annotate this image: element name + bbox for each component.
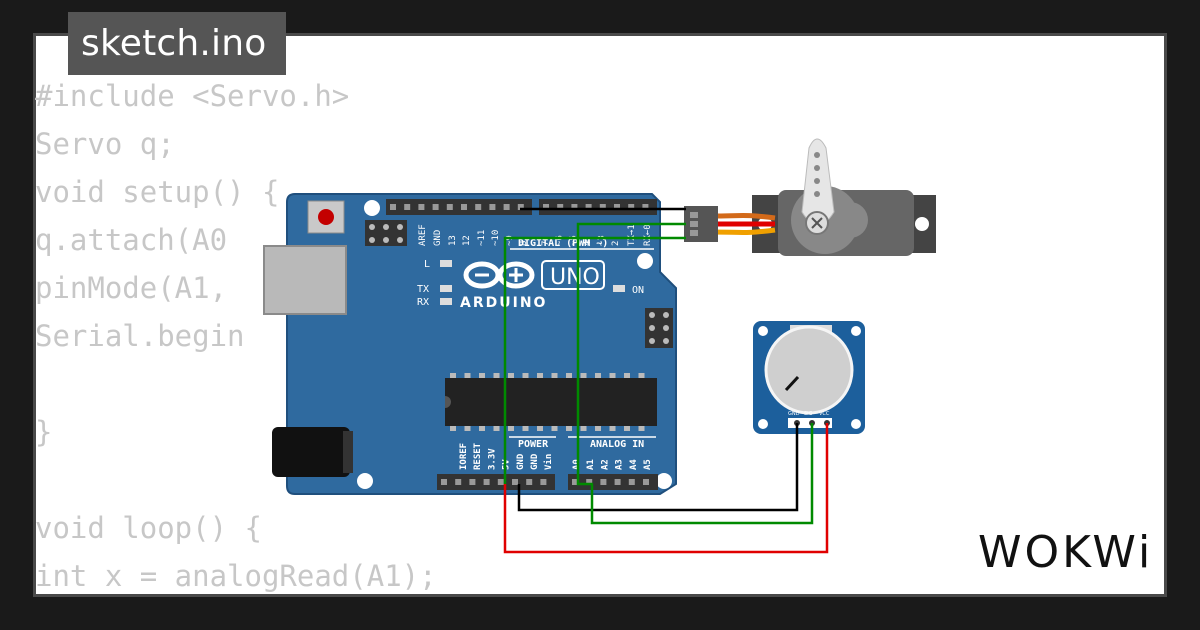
digital-pin-label: ~10 (491, 230, 501, 246)
file-tab[interactable]: sketch.ino (68, 12, 286, 75)
power-pin-label: GND (516, 453, 526, 470)
analog-label: ANALOG IN (590, 439, 644, 450)
digital-pin-label: 13 (448, 235, 458, 246)
mounting-hole (656, 473, 672, 489)
analog-pin-label: A2 (600, 459, 610, 470)
code-line: #include <Servo.h> (35, 79, 350, 113)
power-pin-label: 3.3V (487, 448, 497, 470)
brand-label: ARDUINO (460, 295, 547, 311)
digital-header-right (539, 199, 657, 215)
led-tx (440, 285, 452, 292)
code-line: void loop() { (35, 511, 262, 545)
mounting-hole (357, 473, 373, 489)
potentiometer-module[interactable]: GND SIG VCC (753, 321, 865, 434)
potentiometer-knob[interactable] (764, 325, 854, 415)
led-on (613, 285, 625, 292)
code-line: void setup() { (35, 175, 280, 209)
power-pin-label: Vin (543, 454, 554, 470)
digital-pin-label: GND (433, 230, 443, 246)
pot-pin-gnd-label: GND (788, 411, 800, 417)
digital-pin-label: ~3 (597, 235, 607, 246)
analog-header (568, 474, 658, 490)
wires (503, 207, 829, 554)
code-line: Servo q; (35, 127, 175, 161)
file-tab-label: sketch.ino (81, 23, 267, 64)
led-on-label: ON (632, 285, 644, 296)
usb-connector (263, 245, 347, 315)
power-header (437, 474, 555, 490)
digital-pin-label: ~5 (569, 235, 579, 246)
power-label: POWER (518, 439, 549, 450)
digital-pin-label: 7 (541, 241, 551, 246)
digital-header-left (386, 199, 532, 215)
mounting-hole (637, 253, 653, 269)
wire-servo-power[interactable] (503, 236, 686, 484)
wire-servo-signal[interactable] (576, 222, 686, 486)
digital-pin-label: RX←0 (643, 224, 653, 246)
icsp-header (365, 220, 407, 246)
wokwi-logo: WOKWi (978, 527, 1154, 578)
power-pin-label: IOREF (459, 443, 469, 470)
pot-pin-vcc-label: VCC (819, 411, 830, 417)
digital-pin-label: AREF (418, 224, 428, 246)
code-line: Serial.begin (35, 319, 245, 353)
reset-button[interactable] (307, 200, 345, 234)
icsp-header-right (645, 308, 673, 348)
analog-pin-label: A1 (586, 459, 596, 470)
analog-pin-label: A5 (643, 459, 653, 470)
analog-pin-label: A4 (629, 459, 639, 470)
servo-motor[interactable] (684, 138, 936, 256)
digital-pin-label: ~9 (505, 235, 515, 246)
analog-pin-label: A3 (615, 459, 625, 470)
power-pin-label: GND (530, 453, 540, 470)
code-line: pinMode(A1, (35, 271, 228, 305)
servo-connector (684, 206, 718, 242)
digital-label: DIGITAL (PWM ~) (518, 238, 608, 249)
digital-pin-label: 12 (462, 235, 472, 246)
model-badge (541, 260, 605, 290)
code-preview: #include <Servo.h> Servo q; void setup() {… (35, 72, 437, 600)
wire-pot-vcc[interactable] (503, 423, 829, 554)
led-tx-label: TX (417, 284, 429, 295)
power-jack (272, 427, 350, 477)
led-l (440, 260, 452, 267)
code-line: int x = analogRead(A1); (35, 559, 437, 593)
power-pin-label: RESET (473, 442, 483, 470)
mounting-hole (364, 200, 380, 216)
digital-pin-label: 8 (519, 241, 529, 246)
digital-pin-label: ~6 (555, 235, 565, 246)
code-line: } (35, 415, 53, 449)
digital-pin-label: 4 (583, 241, 593, 246)
digital-pin-label: ~11 (477, 230, 487, 246)
pot-pin-sig-label: SIG (804, 411, 813, 417)
arduino-logo-icon (463, 261, 535, 289)
led-rx (440, 298, 452, 305)
digital-pin-label: TX→1 (627, 224, 637, 246)
led-l-label: L (424, 259, 430, 270)
led-rx-label: RX (417, 297, 429, 308)
model-label: UNO (550, 265, 600, 290)
microcontroller-chip (445, 373, 657, 431)
digital-pin-label: 2 (611, 241, 621, 246)
code-line: q.attach(A0 (35, 223, 228, 257)
wire-pot-gnd[interactable] (517, 423, 799, 512)
wire-pot-signal[interactable] (590, 423, 814, 525)
power-pin-label: 5V (502, 459, 512, 470)
